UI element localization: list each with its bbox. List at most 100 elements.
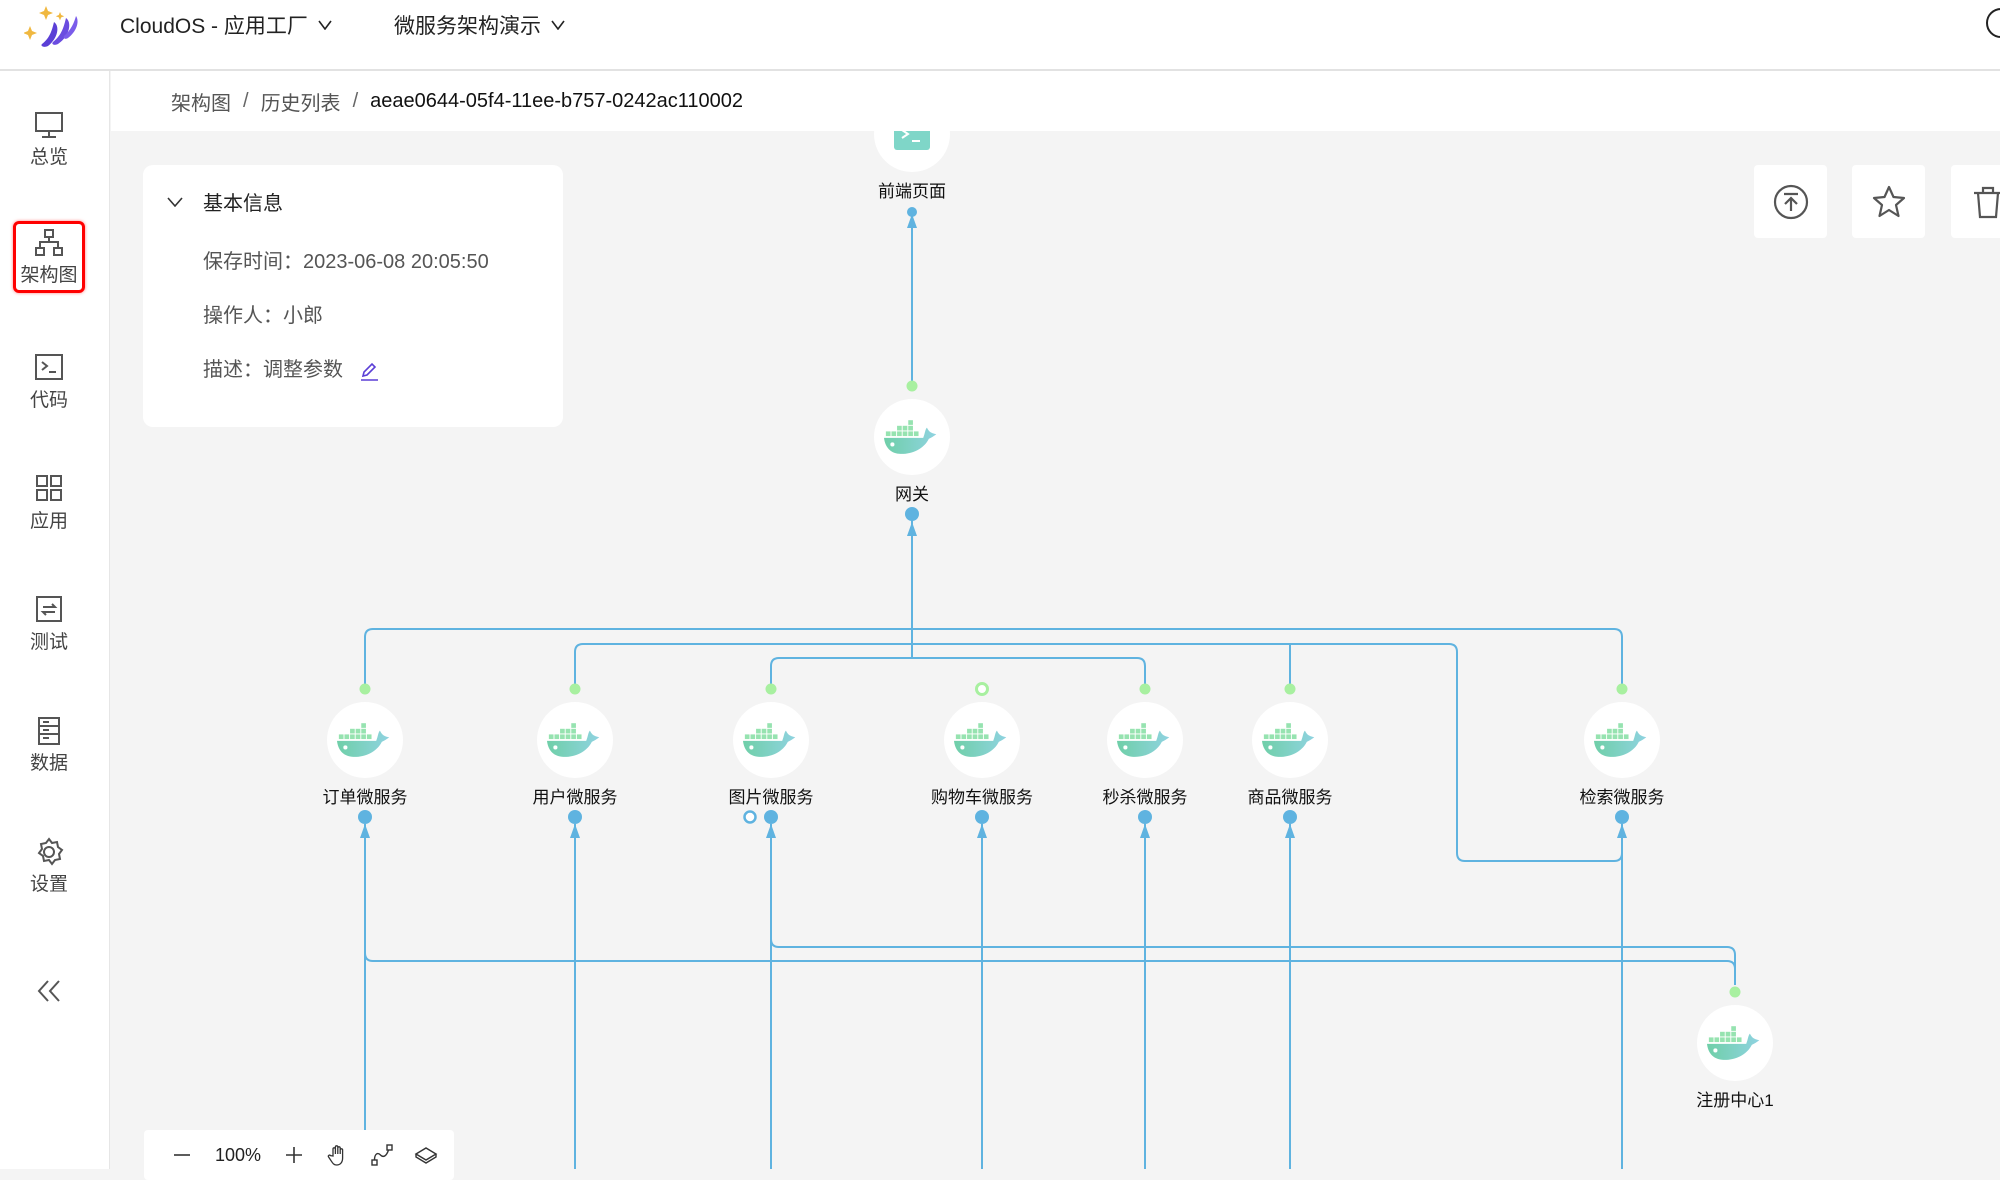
delete-button[interactable] xyxy=(1951,165,2000,238)
chevron-down-icon xyxy=(551,20,565,30)
zoom-toolbar: 100% xyxy=(144,1130,454,1180)
node-label: 检索微服务 xyxy=(1580,783,1665,808)
app-menu-label: CloudOS - 应用工厂 xyxy=(120,10,308,40)
breadcrumb-history[interactable]: 历史列表 xyxy=(261,87,341,116)
sidebar-item-overview[interactable]: 总览 xyxy=(13,103,85,175)
output-port xyxy=(764,810,778,824)
input-port xyxy=(1730,987,1741,998)
eraser-button[interactable] xyxy=(404,1135,448,1175)
sidebar-item-architecture[interactable]: 架构图 xyxy=(13,221,85,293)
plus-icon xyxy=(282,1143,306,1167)
chevron-down-icon xyxy=(318,20,332,30)
breadcrumb: 架构图 / 历史列表 / aeae0644-05f4-11ee-b757-024… xyxy=(111,71,2000,131)
hierarchy-icon xyxy=(33,228,65,258)
connect-button[interactable] xyxy=(360,1135,404,1175)
gear-icon xyxy=(33,837,65,867)
project-menu-label: 微服务架构演示 xyxy=(394,10,541,40)
edit-pencil-icon[interactable] xyxy=(359,361,379,381)
node-circle xyxy=(733,702,809,778)
node-circle xyxy=(1697,1005,1773,1081)
node-label: 订单微服务 xyxy=(323,783,408,808)
input-port xyxy=(360,684,371,695)
node-label: 网关 xyxy=(895,480,929,505)
node-label: 注册中心1 xyxy=(1696,1086,1773,1111)
output-port xyxy=(1283,810,1297,824)
cloudos-logo xyxy=(24,4,80,48)
sidebar-item-code[interactable]: 代码 xyxy=(13,346,85,418)
publish-button[interactable] xyxy=(1754,165,1827,238)
output-port xyxy=(1138,810,1152,824)
output-port xyxy=(905,507,919,521)
sidebar-item-label: 架构图 xyxy=(20,260,77,287)
node-label: 商品微服务 xyxy=(1248,783,1333,808)
input-port xyxy=(907,381,918,392)
node-circle xyxy=(537,702,613,778)
input-port xyxy=(1285,684,1296,695)
output-port xyxy=(907,207,917,217)
sidebar-item-apps[interactable]: 应用 xyxy=(13,467,85,539)
sidebar-item-label: 应用 xyxy=(30,506,68,533)
sidebar-item-settings[interactable]: 设置 xyxy=(13,830,85,902)
input-port xyxy=(1140,684,1151,695)
sidebar-item-label: 测试 xyxy=(30,627,68,654)
input-port xyxy=(570,684,581,695)
breadcrumb-separator: / xyxy=(353,90,359,113)
sidebar-item-data[interactable]: 数据 xyxy=(13,709,85,781)
output-port xyxy=(1615,810,1629,824)
node-label: 秒杀微服务 xyxy=(1103,783,1188,808)
pan-button[interactable] xyxy=(316,1135,360,1175)
sidebar: 总览 架构图 代码 应用 测试 数据 设置 xyxy=(0,71,110,1169)
output-port xyxy=(358,810,372,824)
description-row: 描述：调整参数 xyxy=(203,353,379,382)
breadcrumb-architecture[interactable]: 架构图 xyxy=(171,87,231,116)
breadcrumb-separator: / xyxy=(243,90,249,113)
favorite-button[interactable] xyxy=(1852,165,1925,238)
sidebar-item-label: 代码 xyxy=(30,385,68,412)
double-chevron-left-icon[interactable] xyxy=(34,976,64,1006)
node-circle xyxy=(1252,702,1328,778)
zoom-level: 100% xyxy=(204,1145,272,1166)
output-port xyxy=(568,810,582,824)
operator: 操作人：小郎 xyxy=(203,299,323,328)
top-header: CloudOS - 应用工厂 微服务架构演示 xyxy=(0,0,2000,71)
sidebar-item-test[interactable]: 测试 xyxy=(13,588,85,660)
zoom-in-button[interactable] xyxy=(272,1135,316,1175)
output-port xyxy=(975,810,989,824)
connector-icon xyxy=(370,1143,394,1167)
project-menu-dropdown[interactable]: 微服务架构演示 xyxy=(394,10,565,40)
node-circle xyxy=(327,702,403,778)
description: 描述：调整参数 xyxy=(203,359,343,381)
node-label: 用户微服务 xyxy=(533,783,618,808)
star-icon xyxy=(1871,184,1907,220)
node-circle xyxy=(1584,702,1660,778)
input-port xyxy=(1617,684,1628,695)
test-icon xyxy=(33,595,65,625)
terminal-icon xyxy=(33,353,65,383)
basic-info-panel: 基本信息 保存时间：2023-06-08 20:05:50 操作人：小郎 描述：… xyxy=(143,165,563,427)
publish-icon xyxy=(1773,184,1809,220)
database-icon xyxy=(33,716,65,746)
output-port-free xyxy=(745,812,756,823)
app-menu-dropdown[interactable]: CloudOS - 应用工厂 xyxy=(120,10,332,40)
hand-icon xyxy=(326,1143,350,1167)
basic-info-toggle[interactable]: 基本信息 xyxy=(167,187,283,216)
sidebar-item-label: 设置 xyxy=(30,869,68,896)
user-avatar[interactable] xyxy=(1986,8,2000,38)
node-label: 图片微服务 xyxy=(729,783,814,808)
basic-info-title: 基本信息 xyxy=(203,187,283,216)
eraser-icon xyxy=(414,1143,438,1167)
input-port xyxy=(977,684,988,695)
save-time: 保存时间：2023-06-08 20:05:50 xyxy=(203,245,489,274)
chevron-down-icon xyxy=(167,197,183,207)
node-circle xyxy=(944,702,1020,778)
node-circle xyxy=(874,399,950,475)
zoom-out-button[interactable] xyxy=(160,1135,204,1175)
node-label: 前端页面 xyxy=(878,177,946,202)
sidebar-item-label: 总览 xyxy=(30,142,68,169)
node-label: 购物车微服务 xyxy=(931,783,1033,808)
sidebar-item-label: 数据 xyxy=(30,748,68,775)
node-circle xyxy=(1107,702,1183,778)
monitor-icon xyxy=(33,110,65,140)
minus-icon xyxy=(170,1143,194,1167)
breadcrumb-current: aeae0644-05f4-11ee-b757-0242ac110002 xyxy=(370,90,743,113)
